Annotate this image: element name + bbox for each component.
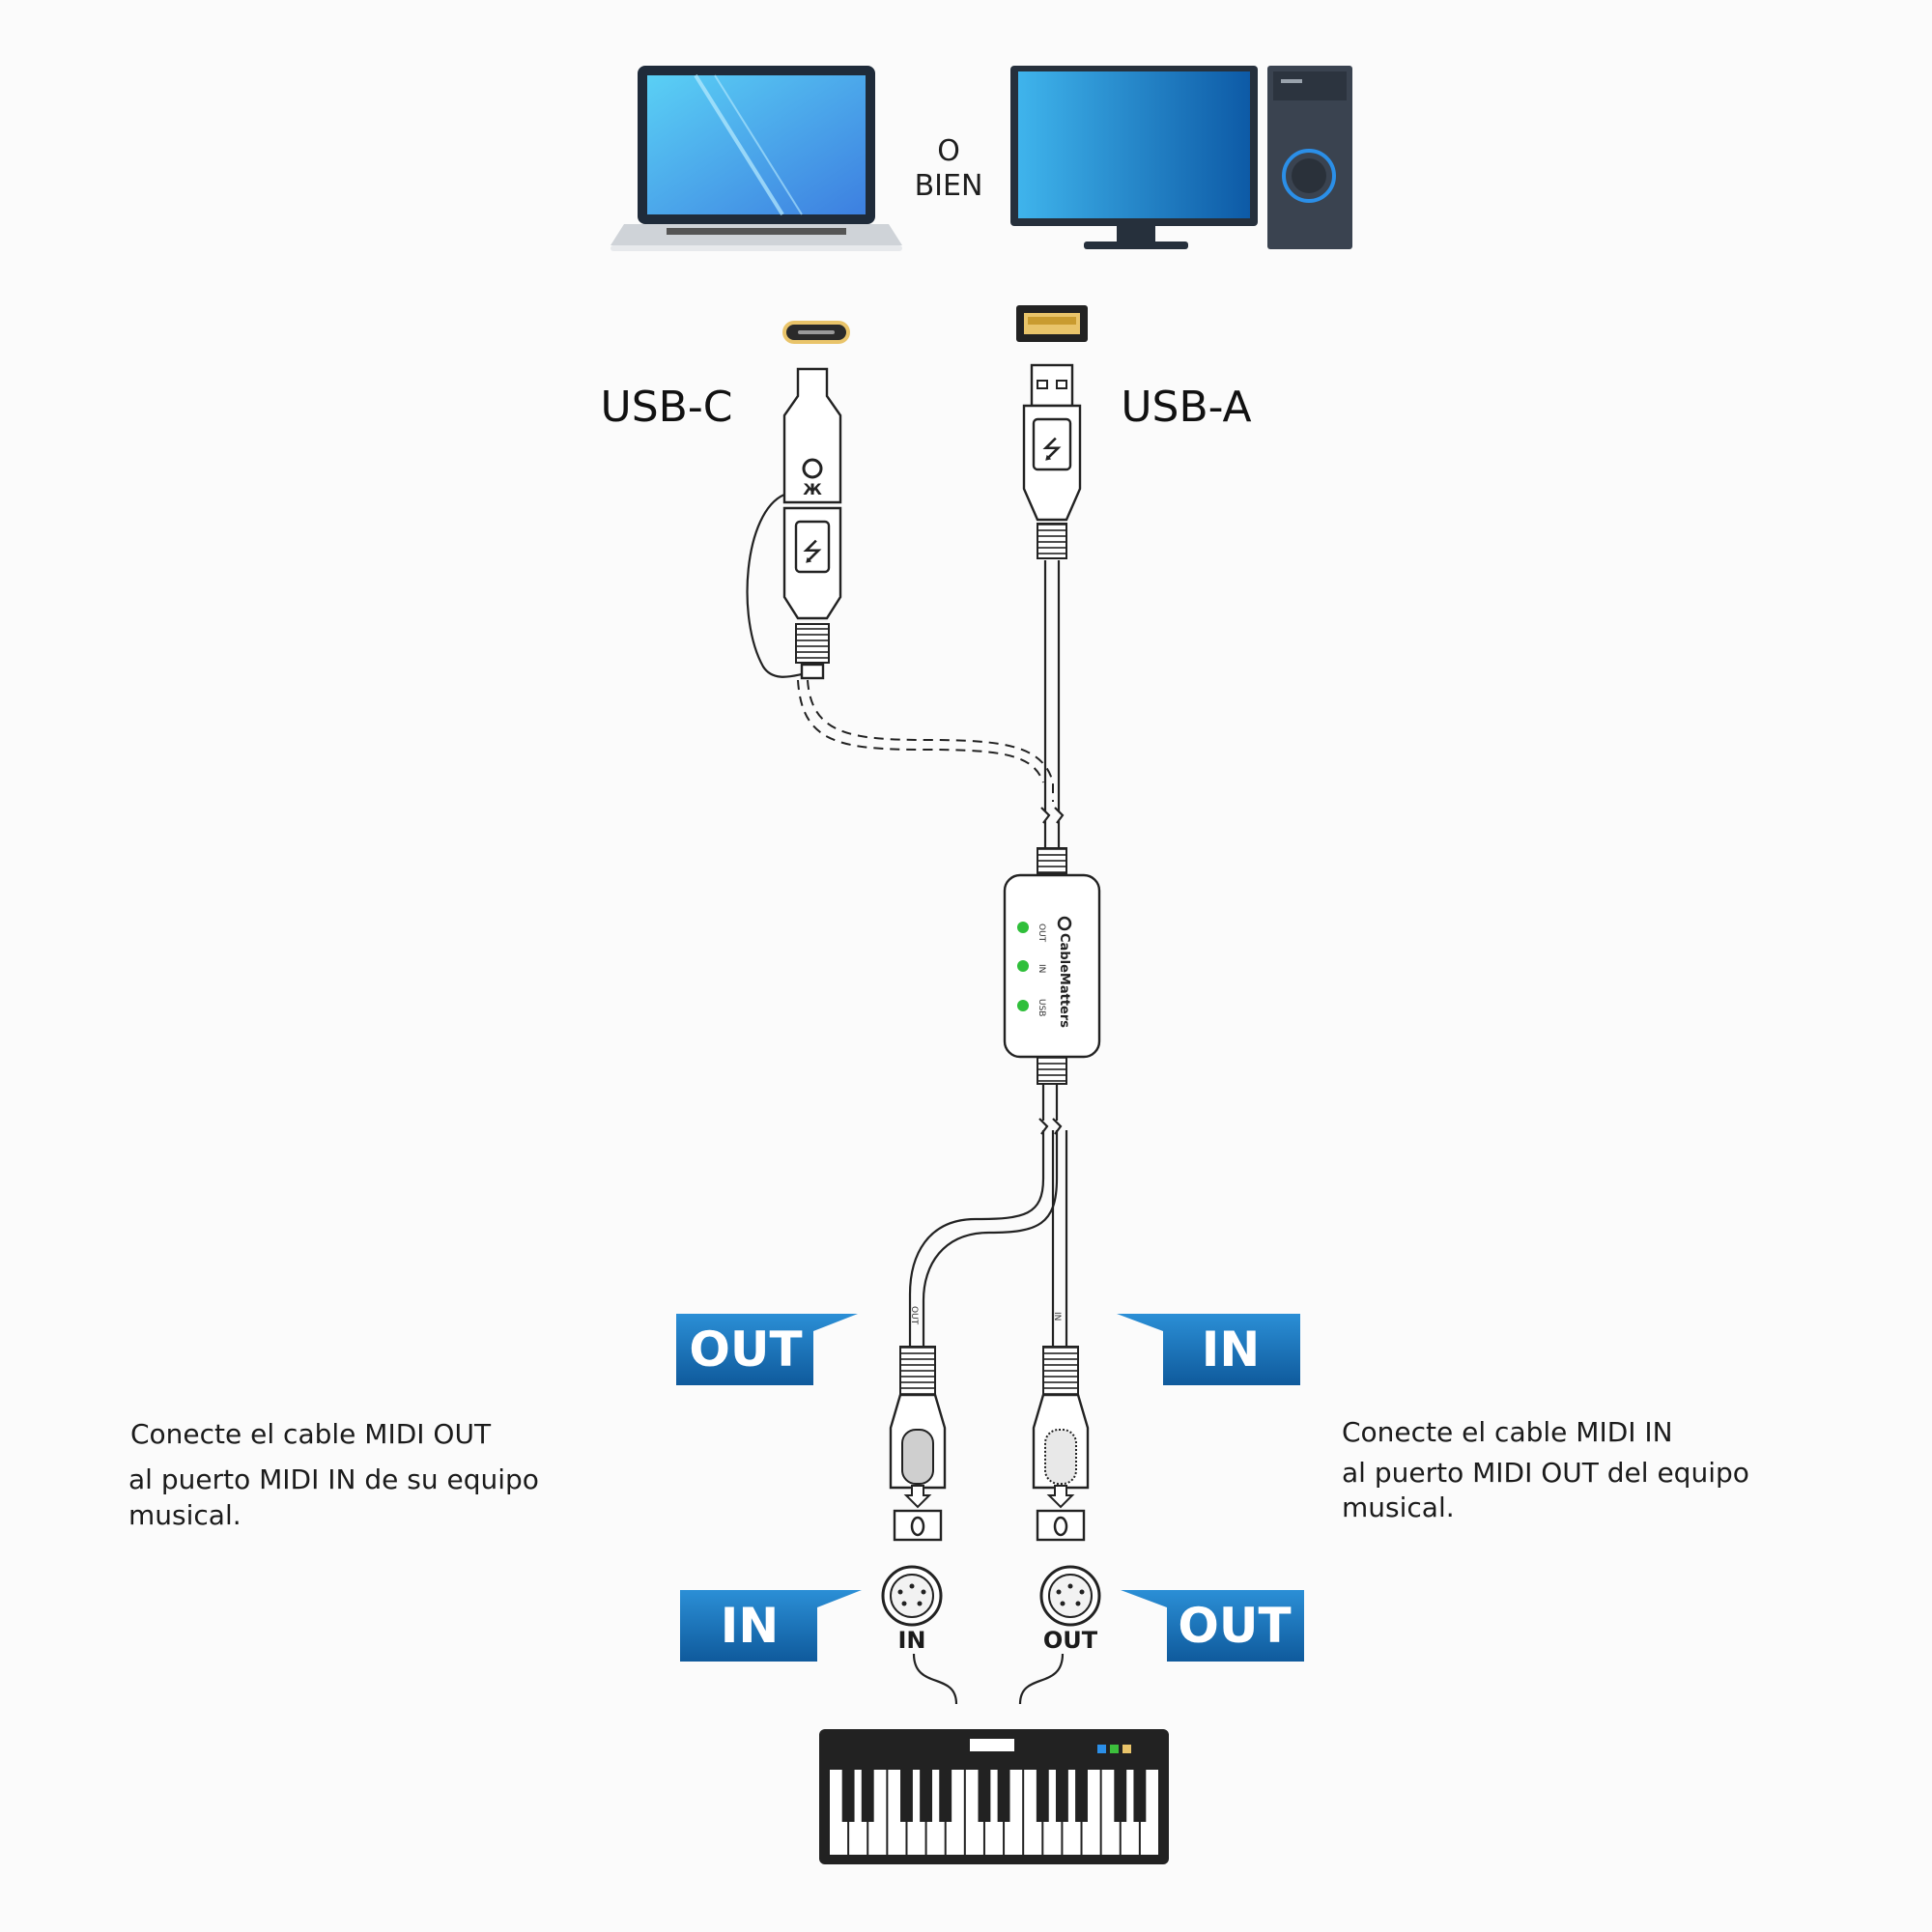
usb-c-label: USB-C [601, 383, 733, 432]
black-key [1055, 1770, 1068, 1822]
badge-bottom-left: IN [680, 1590, 862, 1662]
or-text: O BIEN [915, 134, 983, 203]
midi-in-port-icon [881, 1565, 943, 1627]
svg-text:Conecte el cable MIDI IN: Conecte el cable MIDI IN [1342, 1416, 1673, 1448]
port-in-wire [912, 1653, 958, 1705]
laptop-icon [611, 66, 902, 251]
svg-text:musical.: musical. [128, 1499, 242, 1531]
led-label-usb: USB [1037, 999, 1046, 1016]
svg-text:musical.: musical. [1342, 1492, 1455, 1523]
note-right: Conecte el cable MIDI IN al puerto MIDI … [1342, 1416, 1749, 1523]
led-usb-icon [1017, 1000, 1029, 1011]
port-out-wire [1018, 1653, 1065, 1705]
brand-logo-icon [1057, 916, 1072, 931]
led-label-in: IN [1037, 964, 1046, 973]
cable-print-in: IN [1052, 1312, 1062, 1321]
usb-c-port-icon [782, 321, 850, 344]
black-key [997, 1770, 1010, 1822]
usb-a-port-icon [1016, 305, 1088, 342]
badge-bottom-right: OUT [1121, 1590, 1304, 1662]
brand-name: CableMatters [1057, 933, 1071, 1028]
svg-text:OUT: OUT [1178, 1598, 1291, 1654]
midi-out-port-icon [1039, 1565, 1101, 1627]
midi-in-plug [1032, 1346, 1090, 1542]
black-key [1075, 1770, 1088, 1822]
usb-a-label: USB-A [1121, 383, 1251, 432]
led-label-out: OUT [1037, 923, 1046, 943]
badge-top-left: OUT [676, 1314, 858, 1385]
port-label-in: IN [897, 1627, 925, 1654]
usb-c-dashed-cable [807, 679, 1054, 802]
black-key [1114, 1770, 1127, 1822]
svg-text:BIEN: BIEN [915, 169, 983, 203]
led-out-icon [1017, 922, 1029, 933]
note-left: Conecte el cable MIDI OUT al puerto MIDI… [128, 1418, 539, 1531]
usb-main-cable [1040, 560, 1065, 850]
cable-print-out: OUT [909, 1306, 919, 1325]
black-key [978, 1770, 991, 1822]
black-key [939, 1770, 952, 1822]
black-key [920, 1770, 933, 1822]
desktop-computer-icon [1010, 66, 1352, 249]
svg-text:al puerto MIDI IN de su equipo: al puerto MIDI IN de su equipo [128, 1463, 539, 1495]
midi-out-plug [889, 1346, 947, 1542]
svg-text:IN: IN [721, 1598, 779, 1654]
led-in-icon [1017, 960, 1029, 972]
black-key [841, 1770, 855, 1822]
usb-symbol-icon: ⭍ [802, 538, 823, 567]
black-key [1133, 1770, 1147, 1822]
black-key [861, 1770, 874, 1822]
svg-text:O: O [937, 134, 960, 168]
svg-text:al puerto MIDI OUT del equipo: al puerto MIDI OUT del equipo [1342, 1457, 1749, 1489]
svg-text:OUT: OUT [689, 1321, 802, 1378]
black-key [900, 1770, 913, 1822]
port-label-out: OUT [1043, 1627, 1098, 1654]
badge-top-right: IN [1117, 1314, 1300, 1385]
midi-split-cables: OUT IN [908, 1084, 1068, 1347]
svg-text:IN: IN [1202, 1321, 1260, 1378]
midi-interface-box: OUT IN USB CableMatters [1003, 847, 1101, 1085]
usb-a-plug: ⭍ [1022, 363, 1082, 559]
usb-symbol-icon: ⭍ [1041, 436, 1063, 465]
black-key [1036, 1770, 1049, 1822]
midi-keyboard-icon [819, 1729, 1169, 1864]
svg-text:Conecte el cable MIDI OUT: Conecte el cable MIDI OUT [130, 1418, 492, 1450]
svg-text:Ж: Ж [803, 480, 822, 498]
usb-c-adapter-plug: Ж ⭍ [746, 367, 842, 680]
